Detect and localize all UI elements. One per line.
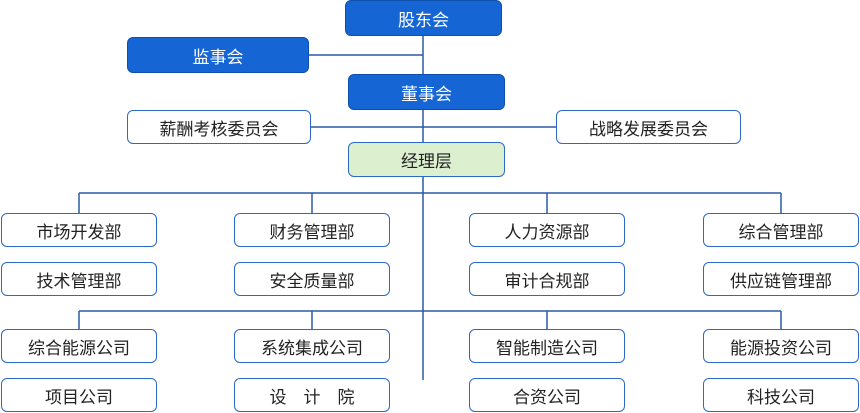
department-audit: 审计合规部 xyxy=(469,262,625,296)
company-joint-venture: 合资公司 xyxy=(469,378,625,412)
compensation-committee-box: 薪酬考核委员会 xyxy=(127,110,311,144)
management-box: 经理层 xyxy=(348,142,505,177)
department-supply-chain: 供应链管理部 xyxy=(703,262,859,296)
department-marketing: 市场开发部 xyxy=(1,213,157,247)
company-integrated-energy: 综合能源公司 xyxy=(1,329,157,363)
supervisory-board-box: 监事会 xyxy=(127,37,309,73)
design-institute: 设 计 院 xyxy=(234,378,390,412)
company-project: 项目公司 xyxy=(1,378,157,412)
board-of-directors-box: 董事会 xyxy=(348,74,505,110)
department-general: 综合管理部 xyxy=(703,213,859,247)
department-finance: 财务管理部 xyxy=(234,213,390,247)
strategy-committee-box: 战略发展委员会 xyxy=(556,110,741,144)
shareholders-meeting-box: 股东会 xyxy=(345,0,502,36)
department-technology: 技术管理部 xyxy=(1,262,157,296)
company-system-integration: 系统集成公司 xyxy=(234,329,390,363)
company-smart-manufacturing: 智能制造公司 xyxy=(469,329,625,363)
company-energy-investment: 能源投资公司 xyxy=(703,329,859,363)
company-technology: 科技公司 xyxy=(703,378,859,412)
department-hr: 人力资源部 xyxy=(469,213,625,247)
department-safety-quality: 安全质量部 xyxy=(234,262,390,296)
